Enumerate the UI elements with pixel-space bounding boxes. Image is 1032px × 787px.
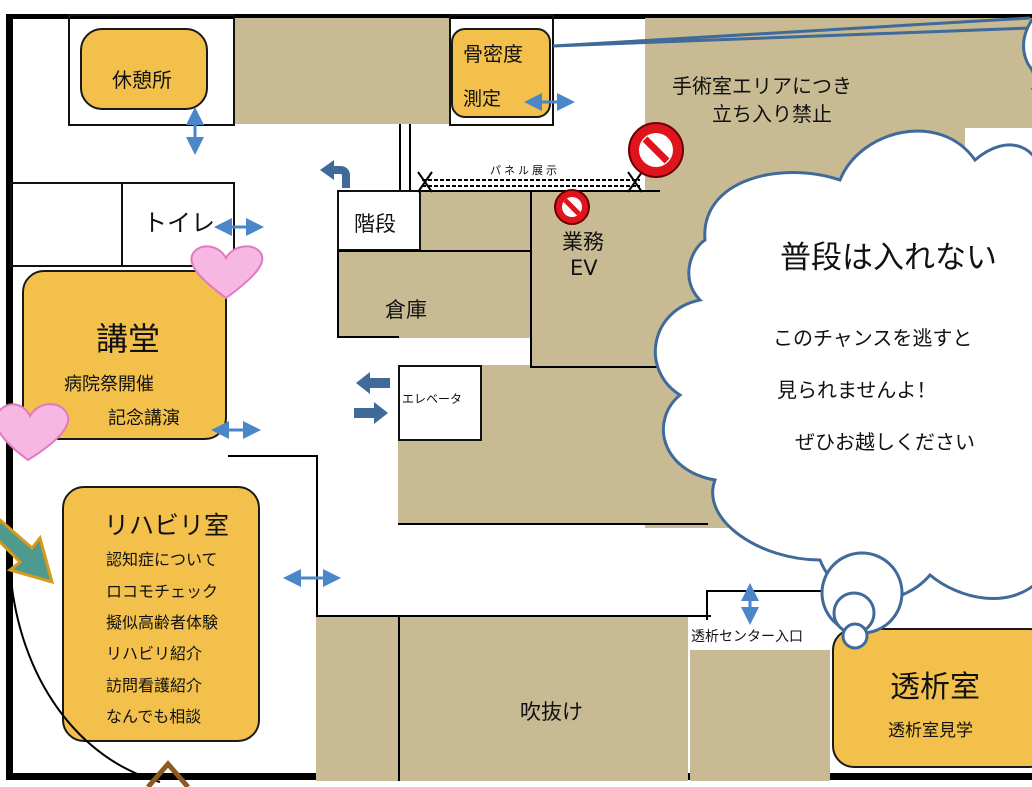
bone-density-label-1: 骨密度: [463, 42, 523, 66]
elevator-arrows: [354, 372, 390, 424]
rehab-item: なんでも相談: [106, 707, 202, 726]
dialysis-entrance-label: 透析センター入口: [691, 629, 803, 645]
rehab-item: リハビリ紹介: [106, 644, 203, 663]
inner-wall-6: [398, 523, 708, 525]
inner-wall-4: [530, 190, 532, 368]
speech-pointer: [552, 16, 1031, 48]
thought-cloud: [653, 129, 1032, 602]
inner-wall-10: [706, 590, 708, 620]
rehab-item: ロコモチェック: [106, 582, 219, 601]
rehab-item: 訪問看護紹介: [106, 676, 203, 695]
panel-exhibit-chain: [417, 171, 643, 193]
rest-area-label: 休憩所: [112, 68, 172, 92]
pointer-arrow-icon: [0, 518, 55, 585]
restricted-block-top: [233, 18, 451, 124]
inner-wall-7: [398, 615, 400, 781]
dialysis-sub: 透析室見学: [888, 721, 973, 741]
work-ev-label-2: EV: [570, 256, 598, 280]
bone-density-frame: [449, 14, 554, 126]
work-ev-block: [530, 190, 660, 368]
left-center-block: [398, 440, 482, 525]
inner-wall-1: [337, 250, 532, 252]
corridor-wall-bottom: [316, 615, 711, 617]
corridor-wall: [316, 455, 318, 617]
callout-line1: このチャンスを逃すと: [773, 326, 973, 350]
thought-bubble-3: [841, 622, 869, 650]
storage-block: [337, 250, 532, 338]
storage-label: 倉庫: [385, 298, 427, 322]
toilet-label: トイレ: [143, 209, 215, 237]
surgery-note-1: 手術室エリアにつき: [672, 74, 852, 98]
no-entry-icon: [554, 189, 590, 225]
dialysis-title: 透析室: [890, 670, 980, 705]
rehab-room[interactable]: リハビリ室 認知症について ロコモチェック 擬似高齢者体験 リハビリ紹介 訪問看…: [62, 486, 260, 742]
bone-density-label-2: 測定: [463, 88, 502, 110]
rehab-item: 擬似高齢者体験: [106, 613, 219, 632]
callout-line2: 見られませんよ！: [777, 378, 937, 402]
no-entry-icon: [628, 122, 684, 178]
dialysis-room[interactable]: 透析室 透析室見学: [832, 628, 1032, 768]
atrium-left: [316, 615, 400, 781]
pillar-1: [399, 124, 401, 190]
turn-arrow-icon: [332, 166, 350, 188]
auditorium-line2: 記念講演: [108, 408, 180, 429]
heart-icon: [190, 245, 264, 300]
surgery-note-2: 立ち入り禁止: [712, 102, 832, 126]
panel-exhibit-label: パネル展示: [490, 164, 560, 177]
rehab-title: リハビリ室: [104, 511, 230, 540]
callout-line3: ぜひお越しください: [795, 430, 975, 454]
atrium-right: [690, 650, 830, 781]
entrance-triangle: [146, 760, 190, 787]
elevator-label: エレベータ: [402, 392, 463, 406]
heart-icon: [0, 403, 70, 462]
double-arrow-icon: [186, 93, 759, 625]
auditorium-line1: 病院祭開催: [64, 374, 154, 395]
atrium-label: 吹抜け: [520, 700, 583, 724]
inner-wall-9: [706, 590, 826, 592]
inner-wall-3: [337, 336, 399, 338]
inner-wall-5: [530, 366, 660, 368]
inner-wall-2: [337, 250, 339, 338]
callout-heading: 普段は入れない: [780, 240, 997, 276]
speech-bubble-top: [1022, 17, 1032, 90]
pillar-2: [409, 124, 411, 190]
curved-wall: [9, 567, 161, 783]
auditorium-title: 講堂: [96, 320, 161, 358]
corridor-wall-top: [228, 455, 318, 457]
rehab-item: 認知症について: [106, 550, 218, 569]
surgery-area-right: [962, 18, 1032, 128]
elevator-frame: [398, 365, 482, 441]
rest-area-frame: [68, 14, 235, 126]
work-ev-label-1: 業務: [562, 230, 604, 254]
atrium: [398, 615, 688, 781]
stairs-label: 階段: [354, 212, 396, 236]
inner-wall-8: [420, 190, 660, 192]
rest-area-room[interactable]: 休憩所: [80, 28, 208, 110]
